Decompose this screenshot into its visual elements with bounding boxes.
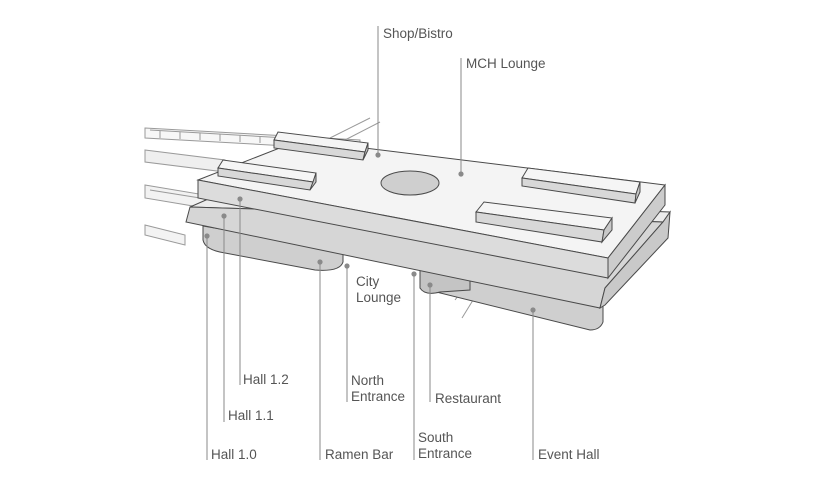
label-event-hall: Event Hall	[538, 447, 600, 462]
label-hall-1-0: Hall 1.0	[211, 447, 257, 462]
label-mch-lounge: MCH Lounge	[466, 56, 546, 71]
hall-1-0-volume	[202, 225, 344, 271]
label-city-lounge: City Lounge	[356, 274, 402, 305]
label-hall-1-1: Hall 1.1	[228, 408, 274, 423]
label-hall-1-2: Hall 1.2	[243, 372, 289, 387]
upper-slab-right	[607, 183, 666, 280]
label-south-entrance: South Entrance	[418, 430, 473, 461]
label-ramen-bar: Ramen Bar	[325, 447, 394, 462]
label-north-entrance: North Entrance	[351, 373, 406, 404]
label-shop-bistro: Shop/Bistro	[383, 26, 453, 41]
leader-lines	[206, 26, 534, 460]
middle-slab-right	[599, 210, 671, 310]
roof-boxes	[217, 131, 641, 244]
roof-opening	[380, 170, 440, 196]
label-restaurant: Restaurant	[435, 391, 502, 406]
leader-dots	[204, 152, 536, 313]
